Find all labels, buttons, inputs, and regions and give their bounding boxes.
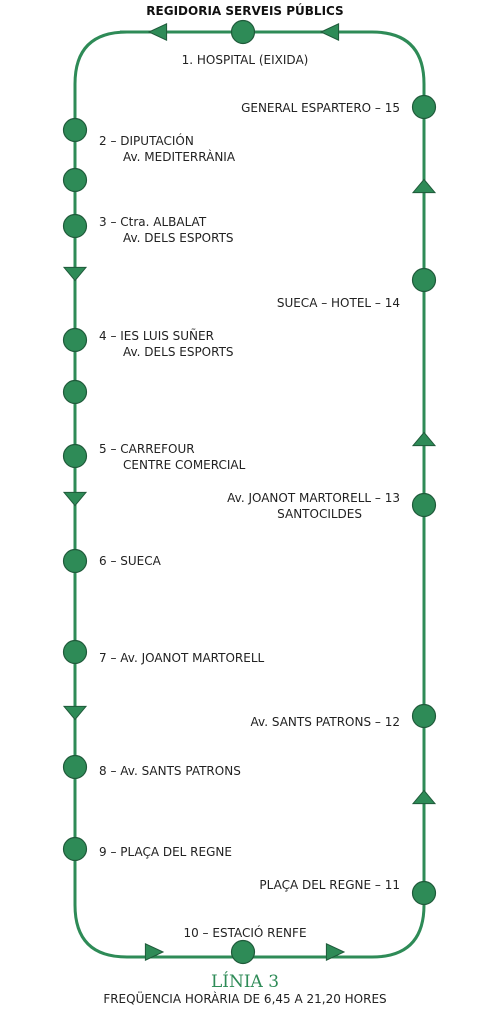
stop-dot-3 [62,213,88,239]
arrow-top-2 [319,22,340,42]
stop-dot-10 [230,939,256,965]
stop-label-7: 7 – Av. JOANOT MARTORELL [99,651,265,665]
stop-label-1: 1. HOSPITAL (EIXIDA) [181,53,309,67]
page-title: REGIDORIA SERVEIS PÚBLICS [146,4,344,18]
stop-label-6: 6 – SUECA [99,554,161,568]
stop-dot-6 [62,548,88,574]
stop-label-9: 9 – PLAÇA DEL REGNE [99,845,232,859]
stop-label-12: Av. SANTS PATRONS – 12 [250,715,400,729]
stop-label-5: 5 – CARREFOUR CENTRE COMERCIAL [99,442,246,472]
stop-dot-8 [62,754,88,780]
frequency-text: FREQÜENCIA HORÀRIA DE 6,45 A 21,20 HORES [103,992,387,1006]
arrow-right-3 [411,178,437,194]
stop-dot-14 [411,267,437,293]
stop-dot-4b [62,379,88,405]
stop-dot-11 [411,880,437,906]
arrow-right-2 [411,431,437,447]
stop-dot-7 [62,639,88,665]
stop-dot-1 [230,19,256,45]
stop-label-4: 4 – IES LUIS SUÑER Av. DELS ESPORTS [99,329,234,359]
arrow-left-2 [62,491,88,507]
stop-dot-15 [411,94,437,120]
stop-label-2: 2 – DIPUTACIÓN Av. MEDITERRÀNIA [99,134,236,164]
stop-dot-12 [411,703,437,729]
arrow-bottom-2 [325,942,346,962]
line-name: LÍNIA 3 [210,972,280,992]
arrow-left-3 [62,705,88,721]
stop-dot-2b [62,167,88,193]
stop-dot-2 [62,117,88,143]
stop-label-13: Av. JOANOT MARTORELL – 13 SANTOCILDES [227,491,400,521]
stop-dot-5 [62,443,88,469]
stop-label-8: 8 – Av. SANTS PATRONS [99,764,241,778]
arrow-top-1 [147,22,168,42]
stop-label-3: 3 – Ctra. ALBALAT Av. DELS ESPORTS [99,215,234,245]
stop-label-15: GENERAL ESPARTERO – 15 [241,101,400,115]
arrow-bottom-1 [144,942,165,962]
arrow-right-1 [411,789,437,805]
stop-label-14: SUECA – HOTEL – 14 [276,296,400,310]
stop-dot-4 [62,327,88,353]
stop-label-10: 10 – ESTACIÓ RENFE [183,926,307,940]
stop-dot-9 [62,836,88,862]
arrow-left-1 [62,266,88,282]
stop-dot-13 [411,492,437,518]
stop-label-11: PLAÇA DEL REGNE – 11 [259,878,400,892]
